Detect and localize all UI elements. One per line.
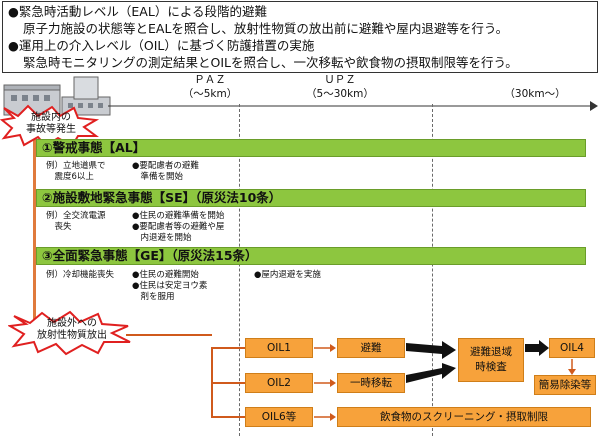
al-example-line-2: 震度6以上 (46, 172, 94, 182)
onsite-event-line-1: 施設内の (31, 112, 71, 123)
se-paz-action-line-2: ●要配慮者等の避難や屋 (132, 222, 225, 232)
ge-paz-action-line-3: 剤を服用 (132, 292, 175, 302)
ge-example: 例）冷却機能喪失 (46, 270, 115, 280)
oil2-branch-line (211, 382, 245, 384)
food-screening-box: 飲食物のスクリーニング・摂取制限 (337, 407, 591, 427)
stage-title-al: ①警戒事態【AL】 (42, 140, 146, 155)
se-example-line-2: 喪失 (46, 222, 72, 232)
upz-range-label: （5〜30km） (306, 88, 374, 100)
se-paz-action-line-1: ●住民の避難準備を開始 (132, 211, 225, 221)
screening-line-1: 避難退域 (470, 346, 512, 358)
intro-line-1: ●緊急時活動レベル（EAL）による段階的避難 (8, 4, 267, 19)
oil6-branch-line (211, 416, 245, 418)
se-paz-action-line-3: 内退避を開始 (132, 233, 192, 243)
oil6-box: OIL6等 (245, 407, 313, 427)
ge-paz-action-line-1: ●住民の避難開始 (132, 270, 199, 280)
oil1-branch-line (211, 347, 245, 349)
ge-upz-action: ●屋内退避を実施 (254, 270, 321, 280)
oil1-arrow-icon (314, 344, 336, 352)
evacuation-box: 避難 (337, 338, 405, 358)
to-decon-arrow-icon (568, 359, 576, 375)
nuclear-plant-icon (3, 76, 111, 116)
upz-far-divider (432, 104, 433, 436)
release-to-oil-connector (126, 334, 212, 336)
upz-label: ＵＰＺ (324, 74, 356, 86)
oil2-arrow-icon (314, 379, 336, 387)
offsite-event-line-1: 施設外への (47, 318, 97, 329)
to-oil4-arrow-icon (525, 340, 549, 356)
stage-bar-se (36, 189, 586, 207)
intro-box: ●緊急時活動レベル（EAL）による段階的避難 原子力施設の状態等とEALを照合し… (2, 1, 598, 73)
oil4-box: OIL4 (549, 338, 595, 358)
intro-line-3: ●運用上の介入レベル（OIL）に基づく防護措置の実施 (8, 38, 315, 53)
offsite-event-line-2: 放射性物質放出 (37, 330, 107, 341)
stage-bar-al (36, 139, 586, 157)
decon-box: 簡易除染等 (534, 375, 596, 395)
far-range-label: （30km〜） (504, 88, 566, 100)
relocation-box: 一時移転 (337, 373, 405, 393)
intro-line-4: 緊急時モニタリングの測定結果とOILを照合し、一次移転や飲食物の摂取制限等を行う… (23, 55, 518, 70)
screening-box (458, 338, 524, 382)
al-example-line-1: 例）立地道県で (46, 161, 106, 171)
onsite-event-line-2: 事故等発生 (26, 124, 76, 135)
al-paz-action-line-2: 準備を開始 (132, 172, 184, 182)
oil6-arrow-icon (314, 413, 336, 421)
stage-title-se: ②施設敷地緊急事態【SE】（原災法10条） (42, 190, 282, 205)
onsite-accident-burst-icon (0, 104, 100, 148)
paz-label: ＰＡＺ (194, 74, 226, 86)
offsite-release-burst-icon (8, 310, 131, 356)
to-screening-arrows-icon (406, 341, 456, 383)
screening-line-2: 時検査 (475, 361, 507, 373)
event-timeline-line (33, 134, 36, 334)
intro-line-2: 原子力施設の状態等とEALを照合し、放射性物質の放出前に避難や屋内退避等を行う。 (23, 21, 509, 36)
oil2-box: OIL2 (245, 373, 313, 393)
se-example-line-1: 例）全交流電源 (46, 211, 106, 221)
paz-range-label: （〜5km） (182, 88, 238, 100)
oil1-box: OIL1 (245, 338, 313, 358)
paz-upz-divider (239, 104, 240, 436)
stage-title-ge: ③全面緊急事態【GE】（原災法15条） (42, 248, 258, 263)
distance-axis-arrow (108, 101, 598, 111)
stage-bar-ge (36, 247, 586, 265)
ge-paz-action-line-2: ●住民は安定ヨウ素 (132, 281, 208, 291)
al-paz-action-line-1: ●要配慮者の避難 (132, 161, 199, 171)
